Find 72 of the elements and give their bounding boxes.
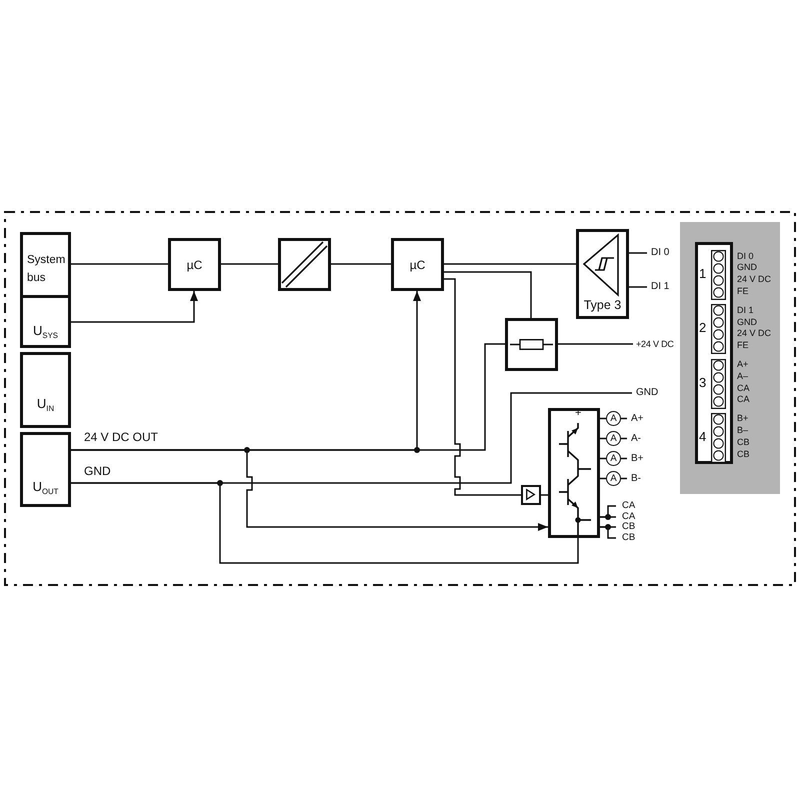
- microcontroller-box: µC: [168, 238, 221, 291]
- connector-line: [600, 478, 606, 480]
- connector-line: [629, 286, 647, 288]
- connector-line: [621, 478, 627, 480]
- connector-line: [71, 482, 579, 564]
- connector-line: [600, 438, 606, 440]
- pin-label: A–: [737, 370, 748, 382]
- connector-line: [621, 458, 627, 460]
- terminal-label: GND: [632, 386, 662, 400]
- pin-label: FE: [737, 286, 749, 297]
- pin-label: DI 1: [737, 304, 754, 316]
- fuse-box: [505, 318, 558, 371]
- pin-label: 24 V DC: [737, 274, 772, 285]
- connector-line: [444, 271, 532, 318]
- terminal-number: 3: [699, 374, 706, 390]
- connector-line: [444, 263, 576, 265]
- terminal-label: CB: [616, 532, 640, 542]
- connector-line: [600, 458, 606, 460]
- terminal-label: CB: [616, 522, 640, 532]
- pin-label: CB: [737, 448, 750, 460]
- pin-label: GND: [737, 316, 757, 328]
- connector-line: [71, 263, 168, 265]
- connector-line: [558, 343, 633, 345]
- connector-line: [621, 418, 627, 420]
- terminal-number: 4: [699, 428, 706, 444]
- interface-block: U$_{OUT}$: [20, 432, 71, 507]
- stage-label: Type 3: [582, 298, 622, 312]
- pin-label: CA: [737, 394, 750, 406]
- terminal-label: B-: [627, 472, 649, 486]
- terminal-label: CA: [616, 512, 640, 522]
- terminal-label: DI 1: [647, 280, 675, 294]
- line-label: 24 V DC OUT: [84, 430, 158, 444]
- terminal-number: 1: [699, 266, 706, 281]
- line-label: GND: [84, 464, 111, 478]
- pin-label: CB: [737, 436, 750, 448]
- connector-line: [221, 263, 278, 265]
- connector-line: [600, 516, 616, 518]
- terminal-label: A+: [627, 412, 649, 426]
- interface-block: System bus: [20, 232, 71, 298]
- microcontroller-box: µC: [391, 238, 444, 291]
- pin-label: 24 V DC: [737, 328, 772, 340]
- pin-label: B+: [737, 413, 748, 424]
- terminal-label: +24 V DC: [633, 337, 679, 351]
- output-stage-box: [548, 408, 600, 538]
- connector-line: [444, 278, 521, 496]
- input-stage-box: [576, 229, 629, 319]
- interface-block: U$_{SYS}$: [20, 295, 71, 348]
- pin-label: GND: [737, 262, 757, 274]
- circle-symbol: A: [606, 471, 621, 486]
- terminal-label: A-: [627, 432, 649, 446]
- connector-line: [600, 526, 616, 539]
- connector-line: [331, 263, 391, 265]
- pin-label: FE: [737, 340, 749, 351]
- connector-line: [600, 418, 606, 420]
- arrow: [71, 449, 548, 531]
- arrow: [71, 291, 198, 323]
- pin-label: B–: [737, 425, 748, 436]
- connector-line: [621, 438, 627, 440]
- terminal-number: 2: [699, 320, 706, 336]
- pin-label: A+: [737, 359, 748, 370]
- connector-line: [541, 494, 548, 496]
- terminal-label: B+: [627, 452, 649, 466]
- pin-label: DI 0: [737, 250, 754, 262]
- circle-symbol: A: [606, 451, 621, 466]
- pin-label: CA: [737, 382, 750, 394]
- amplifier-box: [521, 485, 541, 505]
- terminal-label: CA: [616, 501, 640, 511]
- circle-symbol: A: [606, 431, 621, 446]
- interface-block: U$_{IN}$: [20, 352, 71, 428]
- terminal-label: DI 0: [647, 246, 675, 260]
- connector-line: [629, 252, 647, 254]
- circle-symbol: A: [606, 411, 621, 426]
